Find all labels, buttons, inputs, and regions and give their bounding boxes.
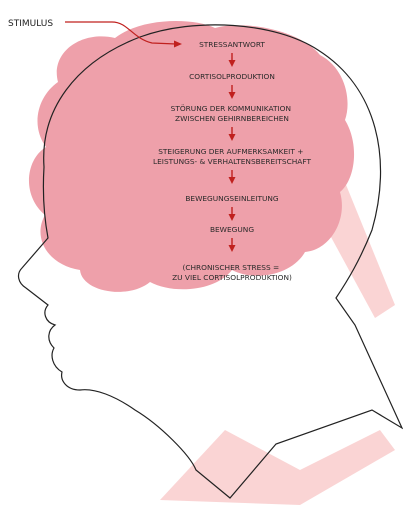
step-stressantwort: STRESSANTWORT <box>199 40 265 49</box>
step-bewegung: BEWEGUNG <box>210 225 254 234</box>
step-line: BEWEGUNG <box>210 225 254 234</box>
chronic-stress-note: (CHRONISCHER STRESS = ZU VIEL CORTISOLPR… <box>172 263 292 282</box>
stimulus-label: STIMULUS <box>8 19 53 29</box>
step-line: BEWEGUNGSEINLEITUNG <box>185 194 279 203</box>
step-steigerung-aufmerksamkeit: STEIGERUNG DER AUFMERKSAMKEIT + LEISTUNG… <box>153 147 311 166</box>
step-bewegungseinleitung: BEWEGUNGSEINLEITUNG <box>185 194 279 203</box>
step-line: ZWISCHEN GEHIRNBEREICHEN <box>175 114 289 123</box>
step-line: CORTISOLPRODUKTION <box>189 72 275 81</box>
step-line: STÖRUNG DER KOMMUNIKATION <box>171 104 291 113</box>
note-line: ZU VIEL CORTISOLPRODUKTION) <box>172 273 292 282</box>
step-stoerung-kommunikation: STÖRUNG DER KOMMUNIKATION ZWISCHEN GEHIR… <box>171 104 294 123</box>
step-line: LEISTUNGS- & VERHALTENSBEREITSCHAFT <box>153 157 311 166</box>
step-line: STRESSANTWORT <box>199 40 265 49</box>
step-line: STEIGERUNG DER AUFMERKSAMKEIT + <box>158 147 303 156</box>
step-cortisolproduktion: CORTISOLPRODUKTION <box>189 72 275 81</box>
note-line: (CHRONISCHER STRESS = <box>182 263 279 272</box>
